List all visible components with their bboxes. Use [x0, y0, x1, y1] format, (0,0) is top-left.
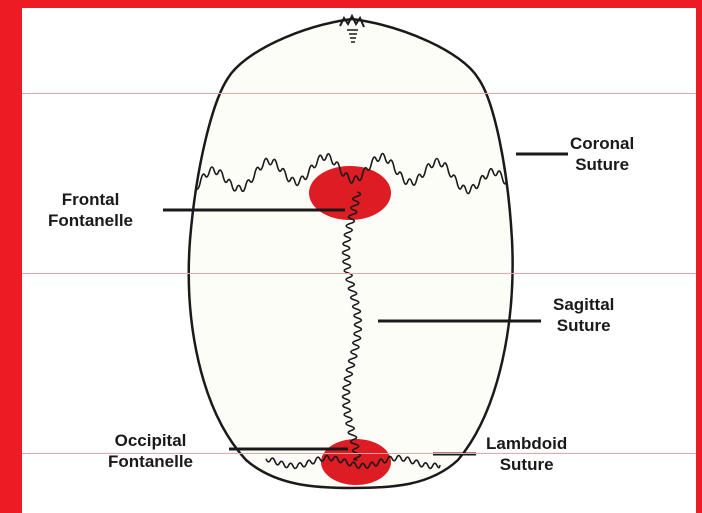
label-line: Frontal — [48, 189, 133, 210]
guide-line — [22, 273, 696, 274]
label-line: Sagittal — [553, 294, 614, 315]
occipital-fontanelle-shape — [321, 439, 391, 485]
label-line: Fontanelle — [108, 451, 193, 472]
frontal-fontanelle-label: Frontal Fontanelle — [48, 189, 133, 231]
sagittal-suture-label: Sagittal Suture — [553, 294, 614, 336]
lambdoid-suture-label: Lambdoid Suture — [486, 433, 567, 475]
label-line: Suture — [553, 315, 614, 336]
occipital-fontanelle-label: Occipital Fontanelle — [108, 430, 193, 472]
coronal-suture-label: Coronal Suture — [570, 133, 634, 175]
label-line: Fontanelle — [48, 210, 133, 231]
frontal-fontanelle-shape — [309, 166, 391, 220]
label-line: Suture — [486, 454, 567, 475]
label-line: Suture — [570, 154, 634, 175]
label-line: Occipital — [108, 430, 193, 451]
label-line: Lambdoid — [486, 433, 567, 454]
label-line: Coronal — [570, 133, 634, 154]
guide-line — [22, 93, 696, 94]
